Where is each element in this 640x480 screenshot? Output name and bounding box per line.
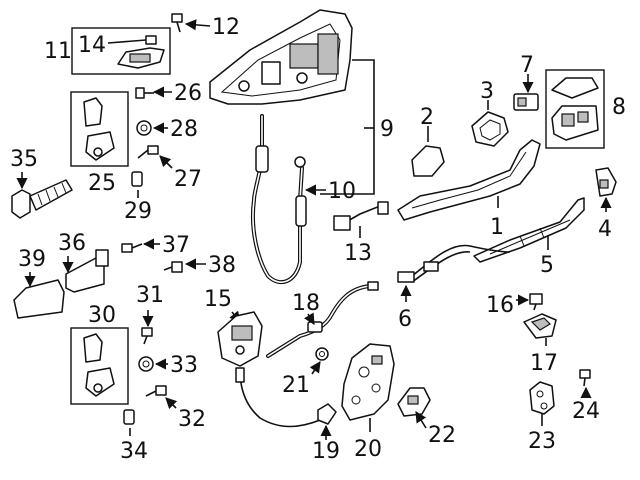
part-36-bracket [65, 249, 109, 293]
part-35-bumper-icon [11, 179, 73, 219]
label-14: 14 [78, 33, 106, 58]
part-10-release-cable [251, 114, 307, 285]
label-32: 32 [178, 407, 206, 432]
label-10: 10 [328, 179, 356, 204]
part-5-reinforcement-bar [473, 197, 585, 263]
part-25-box [70, 91, 129, 167]
label-3: 3 [480, 79, 494, 104]
label-27: 27 [174, 167, 202, 192]
label-37: 37 [162, 233, 190, 258]
label-15: 15 [204, 287, 232, 312]
label-25: 25 [88, 171, 116, 196]
label-38: 38 [208, 253, 236, 278]
part-6-wiring-harness [397, 244, 511, 283]
part-34-spacer-icon [123, 409, 135, 425]
label-9: 9 [380, 117, 394, 142]
label-34: 34 [120, 439, 148, 464]
part-11-bracket-icon [117, 47, 165, 69]
label-5: 5 [540, 253, 554, 278]
label-4: 4 [598, 217, 612, 242]
part-26-bolt-icon [135, 87, 154, 99]
label-28: 28 [170, 117, 198, 142]
label-2: 2 [420, 105, 434, 130]
label-31: 31 [136, 283, 164, 308]
part-27-bolt-icon [137, 145, 159, 159]
label-26: 26 [174, 81, 202, 106]
label-6: 6 [398, 307, 412, 332]
label-22: 22 [428, 423, 456, 448]
label-8: 8 [612, 95, 626, 120]
part-28-nut-icon [136, 120, 152, 136]
label-16: 16 [486, 293, 514, 318]
part-14-cable-icon [107, 35, 157, 45]
label-23: 23 [528, 429, 556, 454]
part-18-lock-cable [266, 281, 379, 358]
part-15-door-lock-actuator [217, 311, 263, 367]
label-19: 19 [312, 439, 340, 464]
part-8-handle-cover-icon [551, 77, 599, 141]
part-3-gasket [471, 111, 509, 147]
part-24-bolt-icon [579, 369, 591, 387]
part-30-box [70, 327, 129, 405]
label-30: 30 [88, 303, 116, 328]
label-18: 18 [292, 291, 320, 316]
part-39-cover [13, 279, 65, 319]
label-21: 21 [282, 373, 310, 398]
part-11-box [71, 27, 171, 75]
label-39: 39 [18, 247, 46, 272]
part-19-inner-cable [235, 367, 337, 428]
part-4-end-cap [595, 167, 617, 197]
part-8-box [545, 69, 605, 149]
label-13: 13 [344, 241, 372, 266]
part-31-bolt-icon [141, 327, 153, 345]
part-32-bolt-icon [145, 385, 167, 397]
part-38-screw-icon [163, 261, 183, 273]
label-20: 20 [354, 437, 382, 462]
part-22-latch-bracket [397, 387, 431, 417]
part-1-outer-handle [397, 139, 541, 221]
part-12-screw-icon [171, 13, 183, 33]
part-2-handle-cap [411, 145, 445, 177]
label-12: 12 [212, 15, 240, 40]
label-24: 24 [572, 399, 600, 424]
label-11: 11 [44, 39, 72, 64]
label-17: 17 [530, 351, 558, 376]
part-9-handle-carrier [209, 9, 353, 105]
part-17-striker-cover [523, 313, 557, 339]
part-21-grommet [315, 347, 329, 361]
part-37-screw-icon [121, 243, 143, 253]
part-7-insert [513, 93, 539, 111]
part-20-lock-plate [341, 343, 395, 421]
part-16-bolt-icon [529, 293, 543, 311]
label-35: 35 [10, 147, 38, 172]
part-23-striker [529, 381, 555, 415]
label-36: 36 [58, 231, 86, 256]
part-29-spacer-icon [131, 171, 143, 187]
part-30-clip-icon [83, 333, 115, 397]
label-1: 1 [490, 215, 504, 240]
part-25-clip-icon [83, 97, 115, 161]
label-33: 33 [170, 353, 198, 378]
label-29: 29 [124, 199, 152, 224]
part-13-connector [333, 201, 389, 231]
part-33-nut-icon [138, 356, 154, 372]
label-7: 7 [520, 53, 534, 78]
